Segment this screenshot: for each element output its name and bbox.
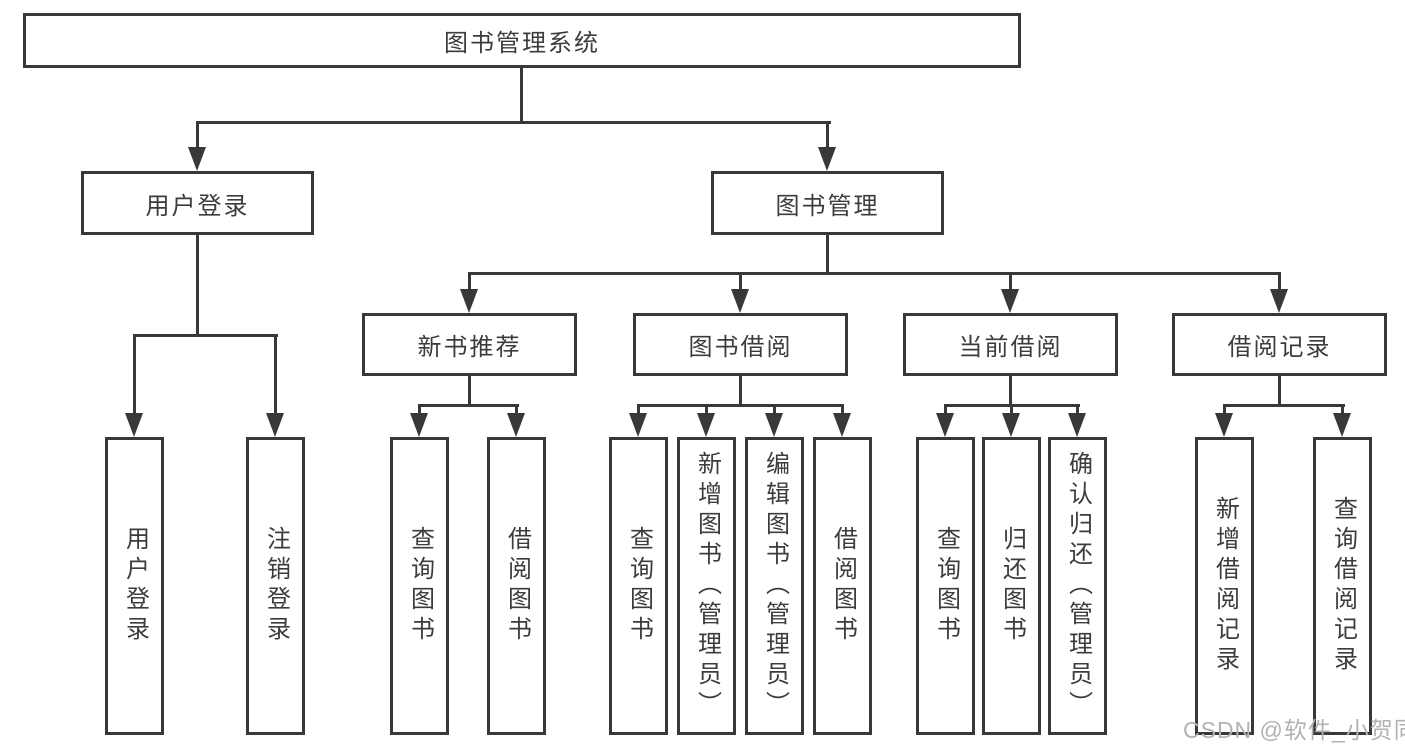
connector-line	[1009, 272, 1012, 291]
connector-line	[515, 404, 518, 415]
connector-line	[1010, 404, 1013, 415]
connector-line	[133, 334, 136, 415]
connector-line	[1223, 404, 1345, 407]
connector-line	[468, 272, 1281, 275]
leaf-query-books-3: 查询图书	[916, 437, 975, 735]
arrow-down-icon	[697, 413, 715, 437]
connector-line	[826, 233, 829, 275]
connector-line	[468, 374, 471, 407]
connector-line	[196, 121, 831, 124]
leaf-logout: 注销登录	[246, 437, 305, 735]
leaf-edit-book-admin: 编辑图书（管理员）	[745, 437, 804, 735]
connector-line	[1009, 374, 1012, 407]
arrow-down-icon	[629, 413, 647, 437]
connector-line	[773, 404, 776, 415]
connector-line	[133, 334, 278, 337]
leaf-user-login: 用户登录	[105, 437, 164, 735]
connector-line	[637, 404, 844, 407]
connector-line	[739, 374, 742, 407]
node-current-borrowing: 当前借阅	[903, 313, 1118, 376]
node-library-management-system: 图书管理系统	[23, 13, 1021, 68]
arrow-down-icon	[266, 413, 284, 437]
connector-line	[944, 404, 947, 415]
arrow-down-icon	[507, 413, 525, 437]
arrow-down-icon	[818, 147, 836, 171]
node-new-book-recommend: 新书推荐	[362, 313, 577, 376]
arrow-down-icon	[936, 413, 954, 437]
arrow-down-icon	[731, 289, 749, 313]
node-borrowing-records: 借阅记录	[1172, 313, 1387, 376]
connector-line	[637, 404, 640, 415]
arrow-down-icon	[188, 147, 206, 171]
leaf-borrow-books-2: 借阅图书	[813, 437, 872, 735]
connector-line	[841, 404, 844, 415]
node-book-borrowing: 图书借阅	[633, 313, 848, 376]
arrow-down-icon	[1333, 413, 1351, 437]
leaf-confirm-return-admin: 确认归还（管理员）	[1048, 437, 1107, 735]
arrow-down-icon	[833, 413, 851, 437]
connector-line	[274, 334, 277, 415]
arrow-down-icon	[125, 413, 143, 437]
connector-line	[1278, 272, 1281, 291]
connector-line	[468, 272, 471, 291]
csdn-watermark: CSDN @软件_小贺同学	[1183, 717, 1405, 743]
connector-line	[418, 404, 519, 407]
connector-line	[418, 404, 421, 415]
node-book-management: 图书管理	[711, 171, 944, 235]
leaf-add-book-admin: 新增图书（管理员）	[677, 437, 736, 735]
arrow-down-icon	[1215, 413, 1233, 437]
leaf-query-borrow-record: 查询借阅记录	[1313, 437, 1372, 735]
connector-line	[705, 404, 708, 415]
arrow-down-icon	[410, 413, 428, 437]
arrow-down-icon	[1002, 413, 1020, 437]
arrow-down-icon	[1068, 413, 1086, 437]
connector-line	[1076, 404, 1079, 415]
arrow-down-icon	[765, 413, 783, 437]
connector-line	[520, 66, 523, 124]
leaf-return-books: 归还图书	[982, 437, 1041, 735]
connector-line	[196, 121, 199, 149]
leaf-query-books-1: 查询图书	[390, 437, 449, 735]
arrow-down-icon	[460, 289, 478, 313]
node-user-login: 用户登录	[81, 171, 314, 235]
connector-line	[1278, 374, 1281, 407]
leaf-query-books-2: 查询图书	[609, 437, 668, 735]
connector-line	[196, 233, 199, 337]
leaf-add-borrow-record: 新增借阅记录	[1195, 437, 1254, 735]
leaf-borrow-books-1: 借阅图书	[487, 437, 546, 735]
connector-line	[826, 121, 829, 149]
connector-line	[739, 272, 742, 291]
arrow-down-icon	[1001, 289, 1019, 313]
arrow-down-icon	[1270, 289, 1288, 313]
connector-line	[1223, 404, 1226, 415]
connector-line	[1341, 404, 1344, 415]
